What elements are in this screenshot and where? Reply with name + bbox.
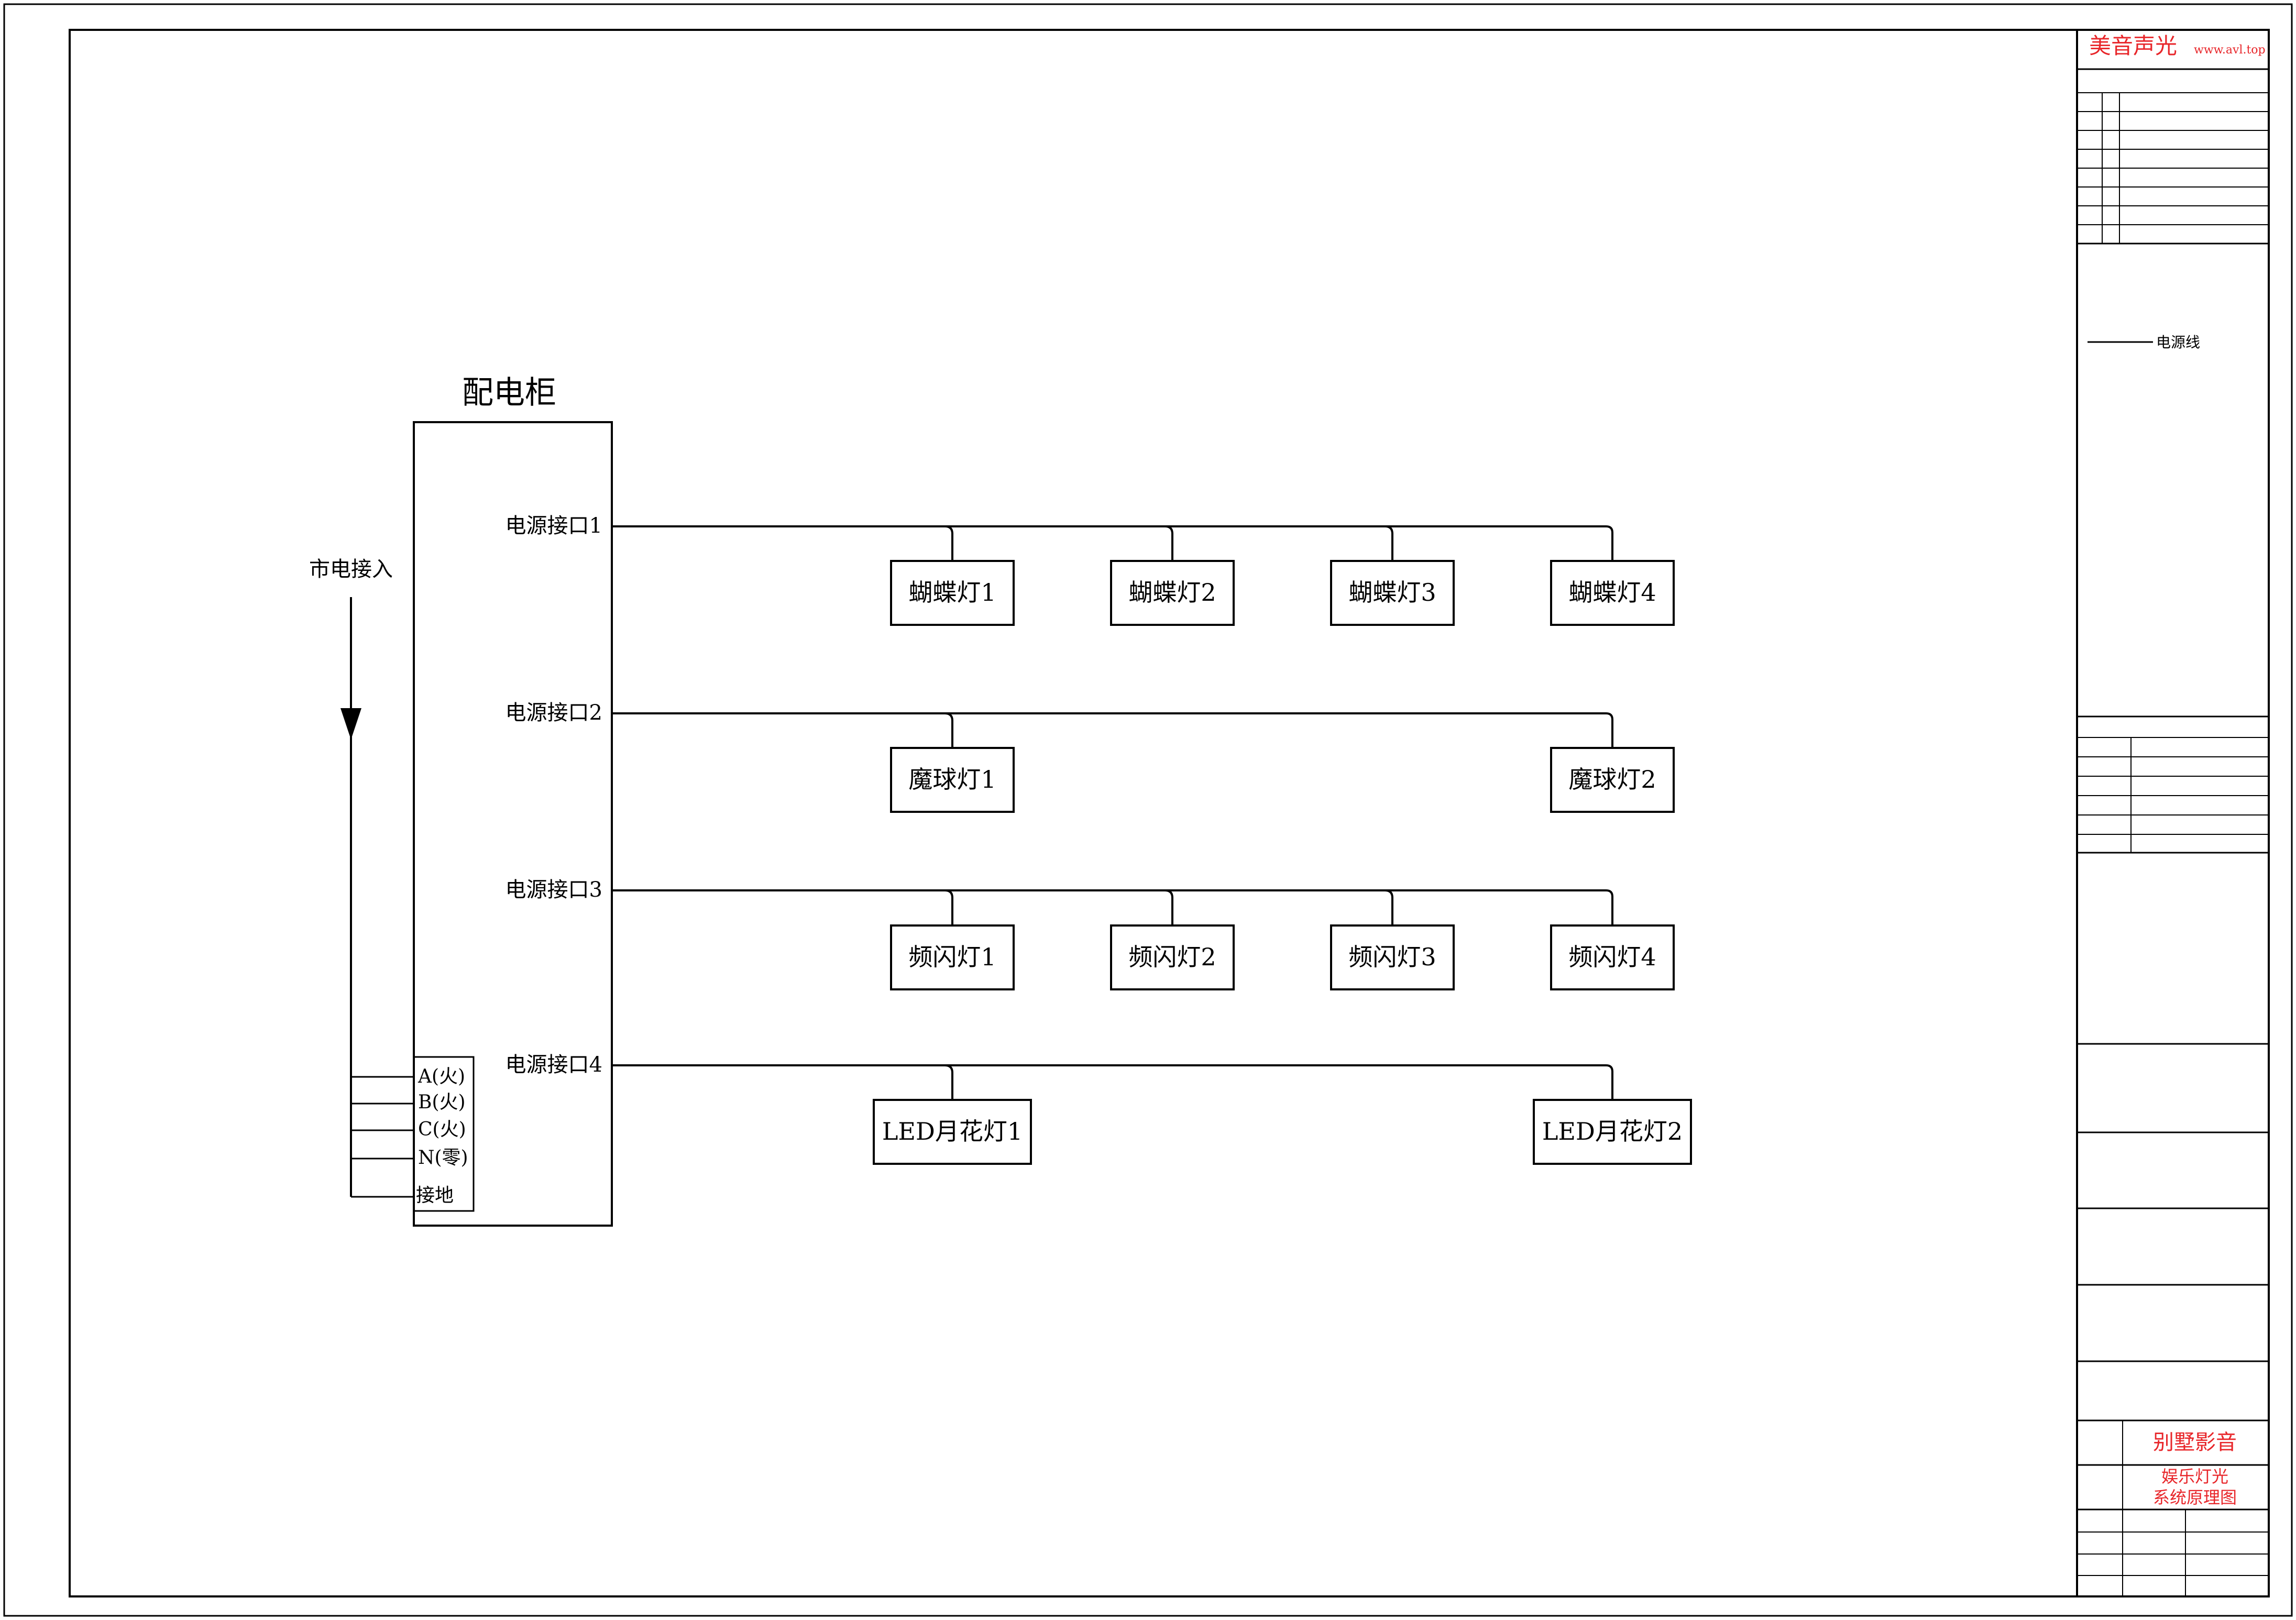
terminal-block bbox=[413, 1056, 475, 1212]
device-box bbox=[890, 747, 1015, 813]
mains-input-label: 市电接入 bbox=[309, 557, 393, 581]
power-port-label: 电源接口1 bbox=[506, 514, 602, 538]
terminal-label: A(火) bbox=[418, 1066, 465, 1087]
drawing-title-line-1: 娱乐灯光 bbox=[2161, 1467, 2228, 1486]
terminal-labels: A(火) B(火) C(火) N(零) 接地 bbox=[416, 1066, 468, 1206]
company-name: 美音声光 bbox=[2089, 33, 2177, 59]
device-box bbox=[873, 1099, 1032, 1165]
drop-line bbox=[944, 712, 953, 748]
device-label: 频闪灯1 bbox=[908, 943, 996, 971]
drop-line bbox=[1165, 889, 1173, 925]
drawing-title-line-2: 系统原理图 bbox=[2153, 1487, 2237, 1507]
power-port-label: 电源接口4 bbox=[506, 1053, 602, 1077]
power-diagram bbox=[350, 421, 613, 1227]
drop-line bbox=[1165, 525, 1173, 561]
device-box bbox=[1330, 560, 1455, 626]
terminal-label: C(火) bbox=[418, 1119, 466, 1140]
mains-arrow-icon bbox=[340, 708, 361, 740]
device-box bbox=[1550, 560, 1675, 626]
device-box bbox=[1550, 924, 1675, 990]
project-name: 别墅影音 bbox=[2153, 1430, 2237, 1454]
power-bus-line bbox=[612, 712, 1613, 748]
power-bus-line bbox=[612, 1064, 1613, 1100]
device-label: 蝴蝶灯3 bbox=[1348, 578, 1436, 607]
device-label: 频闪灯4 bbox=[1568, 943, 1656, 971]
power-bus-line bbox=[612, 525, 1613, 561]
device-label: 蝴蝶灯4 bbox=[1568, 578, 1656, 607]
cabinet-title: 配电柜 bbox=[462, 374, 556, 411]
drop-line bbox=[944, 525, 953, 561]
distribution-cabinet-box bbox=[413, 421, 613, 1227]
power-port-label: 电源接口2 bbox=[506, 701, 602, 725]
device-label: 频闪灯3 bbox=[1348, 943, 1436, 971]
device-box bbox=[1110, 924, 1235, 990]
title-block bbox=[2076, 30, 2269, 1596]
legend-power-line-label: 电源线 bbox=[2156, 334, 2200, 351]
device-label: LED月花灯2 bbox=[1542, 1117, 1683, 1145]
circuit-rows: 电源接口1 蝴蝶灯1 蝴蝶灯2 蝴蝶灯3 蝴蝶灯4 电源接口2 魔球灯1 魔球灯2 电源接口3 频… bbox=[506, 514, 1692, 1165]
outer-border bbox=[3, 3, 2293, 1617]
drop-line bbox=[1385, 525, 1393, 561]
terminal-label: N(零) bbox=[418, 1147, 468, 1169]
device-label: 魔球灯2 bbox=[1568, 765, 1656, 794]
company-website: www.avl.top bbox=[2194, 43, 2266, 57]
device-label: 蝴蝶灯2 bbox=[1128, 578, 1216, 607]
device-box bbox=[1533, 1099, 1692, 1165]
drop-line bbox=[944, 1064, 953, 1100]
device-box bbox=[890, 560, 1015, 626]
inner-border bbox=[69, 29, 2270, 1597]
device-box bbox=[890, 924, 1015, 990]
device-label: 魔球灯1 bbox=[908, 765, 996, 794]
device-box bbox=[1110, 560, 1235, 626]
device-label: 蝴蝶灯1 bbox=[908, 578, 996, 607]
drop-line bbox=[1385, 889, 1393, 925]
terminal-label: 接地 bbox=[416, 1185, 454, 1206]
power-port-label: 电源接口3 bbox=[506, 878, 602, 902]
device-label: LED月花灯1 bbox=[882, 1117, 1023, 1145]
drop-line bbox=[944, 889, 953, 925]
power-bus-line bbox=[612, 889, 1613, 925]
device-box bbox=[1330, 924, 1455, 990]
terminal-label: B(火) bbox=[418, 1092, 466, 1113]
device-box bbox=[1550, 747, 1675, 813]
device-label: 频闪灯2 bbox=[1128, 943, 1216, 971]
